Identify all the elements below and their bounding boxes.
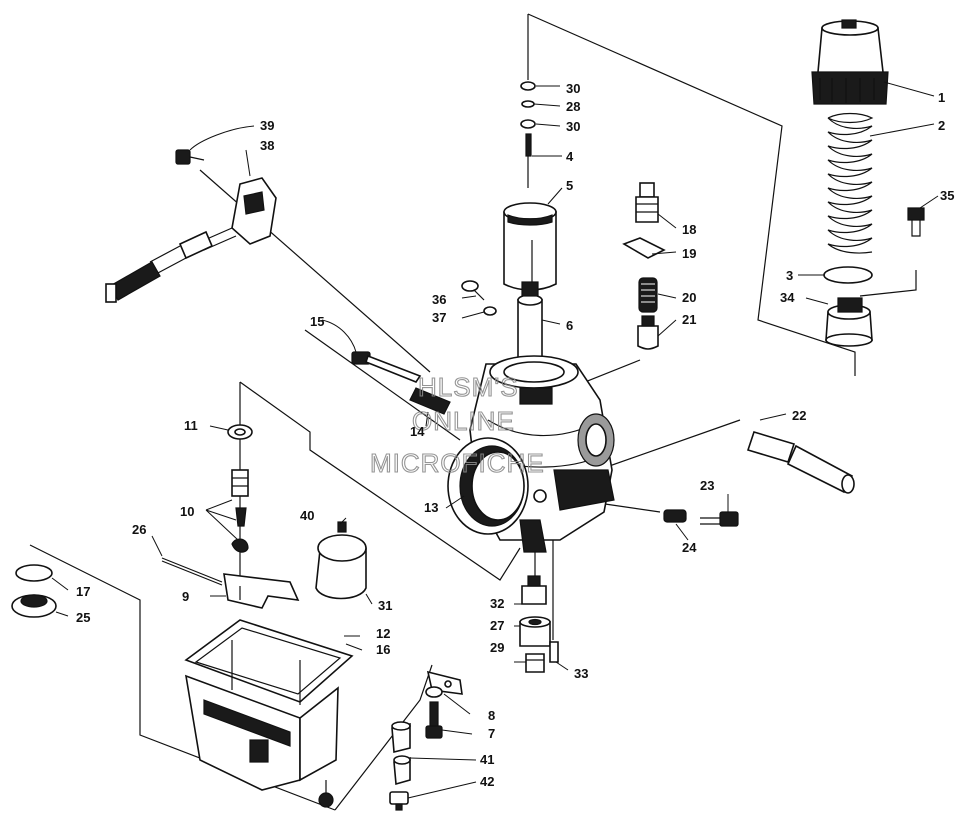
callout-10: 10 bbox=[180, 504, 194, 519]
callout-40: 40 bbox=[300, 508, 314, 523]
part-38-sensor bbox=[105, 177, 277, 303]
callout-leader-lines bbox=[51, 81, 939, 799]
watermark-line-3: MICROFICHE bbox=[370, 448, 545, 478]
part-18-fitting bbox=[635, 182, 659, 223]
watermark: HLSM'S ONLINE MICROFICHE bbox=[369, 371, 545, 478]
part-14-spring bbox=[409, 387, 451, 415]
callout-28: 28 bbox=[566, 99, 580, 114]
callout-32: 32 bbox=[490, 596, 504, 611]
part-7-screw bbox=[425, 701, 443, 739]
part-33-pilot-jet bbox=[549, 641, 559, 663]
part-29-main-jet bbox=[525, 653, 545, 673]
part-31-float bbox=[315, 534, 367, 600]
callout-20: 20 bbox=[682, 290, 696, 305]
part-4-jet-needle bbox=[525, 133, 532, 188]
part-10-float-valve bbox=[231, 469, 249, 553]
part-21-jet bbox=[637, 315, 659, 350]
part-1-top-cap bbox=[811, 19, 889, 105]
part-34-retainer bbox=[825, 297, 873, 347]
part-17-gasket bbox=[15, 564, 53, 582]
callout-27: 27 bbox=[490, 618, 504, 633]
part-13-air-intake bbox=[447, 437, 529, 535]
callout-9: 9 bbox=[182, 589, 189, 604]
callout-2: 2 bbox=[938, 118, 945, 133]
callout-4: 4 bbox=[566, 149, 574, 164]
part-32-nut bbox=[521, 575, 547, 605]
part-25-drain-plug bbox=[11, 594, 57, 618]
callout-16: 16 bbox=[376, 642, 390, 657]
callout-8: 8 bbox=[488, 708, 495, 723]
callout-36: 36 bbox=[432, 292, 446, 307]
part-30-washer-bottom bbox=[520, 119, 536, 129]
part-30-washer-top bbox=[520, 81, 536, 91]
callout-3: 3 bbox=[786, 268, 793, 283]
callout-18: 18 bbox=[682, 222, 696, 237]
callout-labels: 1 2 3 4 5 6 7 8 9 10 11 12 13 14 15 16 1… bbox=[76, 81, 954, 789]
part-2-spring bbox=[827, 112, 874, 254]
callout-17: 17 bbox=[76, 584, 90, 599]
part-8-bracket bbox=[425, 670, 463, 698]
part-15-idle-screw bbox=[351, 351, 422, 383]
callout-30-top: 30 bbox=[566, 81, 580, 96]
callout-22: 22 bbox=[792, 408, 806, 423]
part-20-spring bbox=[638, 277, 658, 313]
callout-15: 15 bbox=[310, 314, 324, 329]
part-9-float-arm bbox=[223, 573, 300, 609]
callout-33: 33 bbox=[574, 666, 588, 681]
callout-37: 37 bbox=[432, 310, 446, 325]
part-37-washer bbox=[483, 306, 497, 316]
part-40-pin bbox=[337, 521, 347, 533]
callout-12: 12 bbox=[376, 626, 390, 641]
callout-31: 31 bbox=[378, 598, 392, 613]
part-28-clip bbox=[521, 100, 535, 108]
part-35-screw bbox=[907, 207, 925, 237]
callout-24: 24 bbox=[682, 540, 697, 555]
part-24-spring bbox=[663, 509, 687, 523]
part-19-gasket bbox=[622, 237, 666, 259]
callout-34: 34 bbox=[780, 290, 795, 305]
part-5-throttle-valve bbox=[503, 202, 557, 291]
part-39-screw bbox=[175, 149, 205, 165]
callout-41: 41 bbox=[480, 752, 494, 767]
callout-26: 26 bbox=[132, 522, 146, 537]
watermark-line-1: HLSM'S bbox=[418, 372, 519, 402]
callout-38: 38 bbox=[260, 138, 274, 153]
callout-39: 39 bbox=[260, 118, 274, 133]
part-36-screw bbox=[461, 280, 485, 301]
callout-35: 35 bbox=[940, 188, 954, 203]
callout-1: 1 bbox=[938, 90, 945, 105]
callout-11: 11 bbox=[184, 418, 198, 433]
callout-29: 29 bbox=[490, 640, 504, 655]
watermark-line-2: ONLINE bbox=[412, 406, 515, 436]
part-3-washer bbox=[823, 266, 873, 284]
callout-21: 21 bbox=[682, 312, 696, 327]
callout-23: 23 bbox=[700, 478, 714, 493]
callout-25: 25 bbox=[76, 610, 90, 625]
part-6-mixing-chamber-top bbox=[517, 281, 543, 361]
callout-30-bottom: 30 bbox=[566, 119, 580, 134]
callout-13: 13 bbox=[424, 500, 438, 515]
callout-14: 14 bbox=[410, 424, 425, 439]
callout-19: 19 bbox=[682, 246, 696, 261]
callout-42: 42 bbox=[480, 774, 494, 789]
callout-6: 6 bbox=[566, 318, 573, 333]
callout-7: 7 bbox=[488, 726, 495, 741]
part-42-bolt bbox=[389, 791, 409, 811]
part-23-adjuster-screw bbox=[700, 511, 739, 527]
part-22-hose bbox=[746, 431, 855, 494]
part-41-spacer bbox=[391, 721, 411, 786]
part-26-pin bbox=[161, 557, 223, 586]
callout-5: 5 bbox=[566, 178, 573, 193]
part-12-float-bowl bbox=[184, 619, 354, 808]
part-27-needle-jet bbox=[519, 616, 551, 647]
